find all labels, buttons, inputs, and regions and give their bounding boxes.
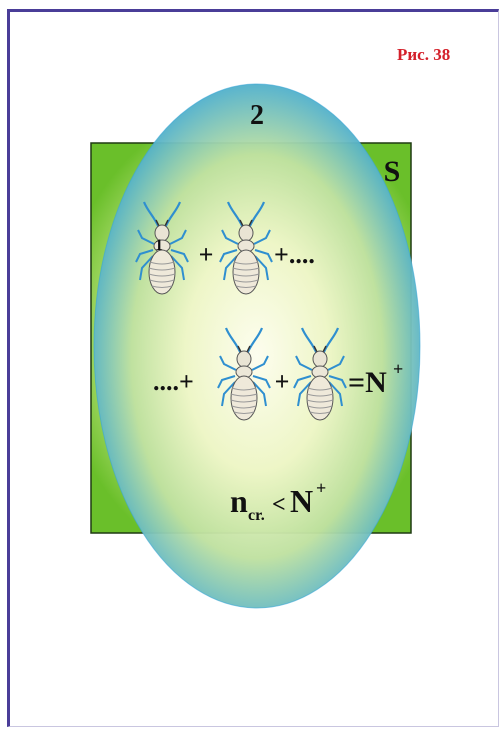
condition-less: <	[272, 492, 286, 518]
plus-ellipsis: +....	[274, 240, 315, 269]
ellipsis-plus: ....+	[153, 367, 194, 396]
square-label: S	[384, 155, 401, 188]
condition-n: n	[230, 483, 248, 519]
plus-sign: +	[275, 367, 290, 396]
superscript-plus: +	[393, 359, 403, 379]
condition-superscript: +	[316, 478, 326, 498]
insect-number: 1	[155, 237, 163, 254]
equals-n: =N	[348, 366, 387, 399]
plus-sign: +	[199, 240, 214, 269]
ellipse-region	[94, 84, 420, 608]
ellipse-label: 2	[250, 100, 264, 131]
condition-N: N	[290, 483, 313, 519]
condition-subscript: cr.	[248, 507, 265, 524]
